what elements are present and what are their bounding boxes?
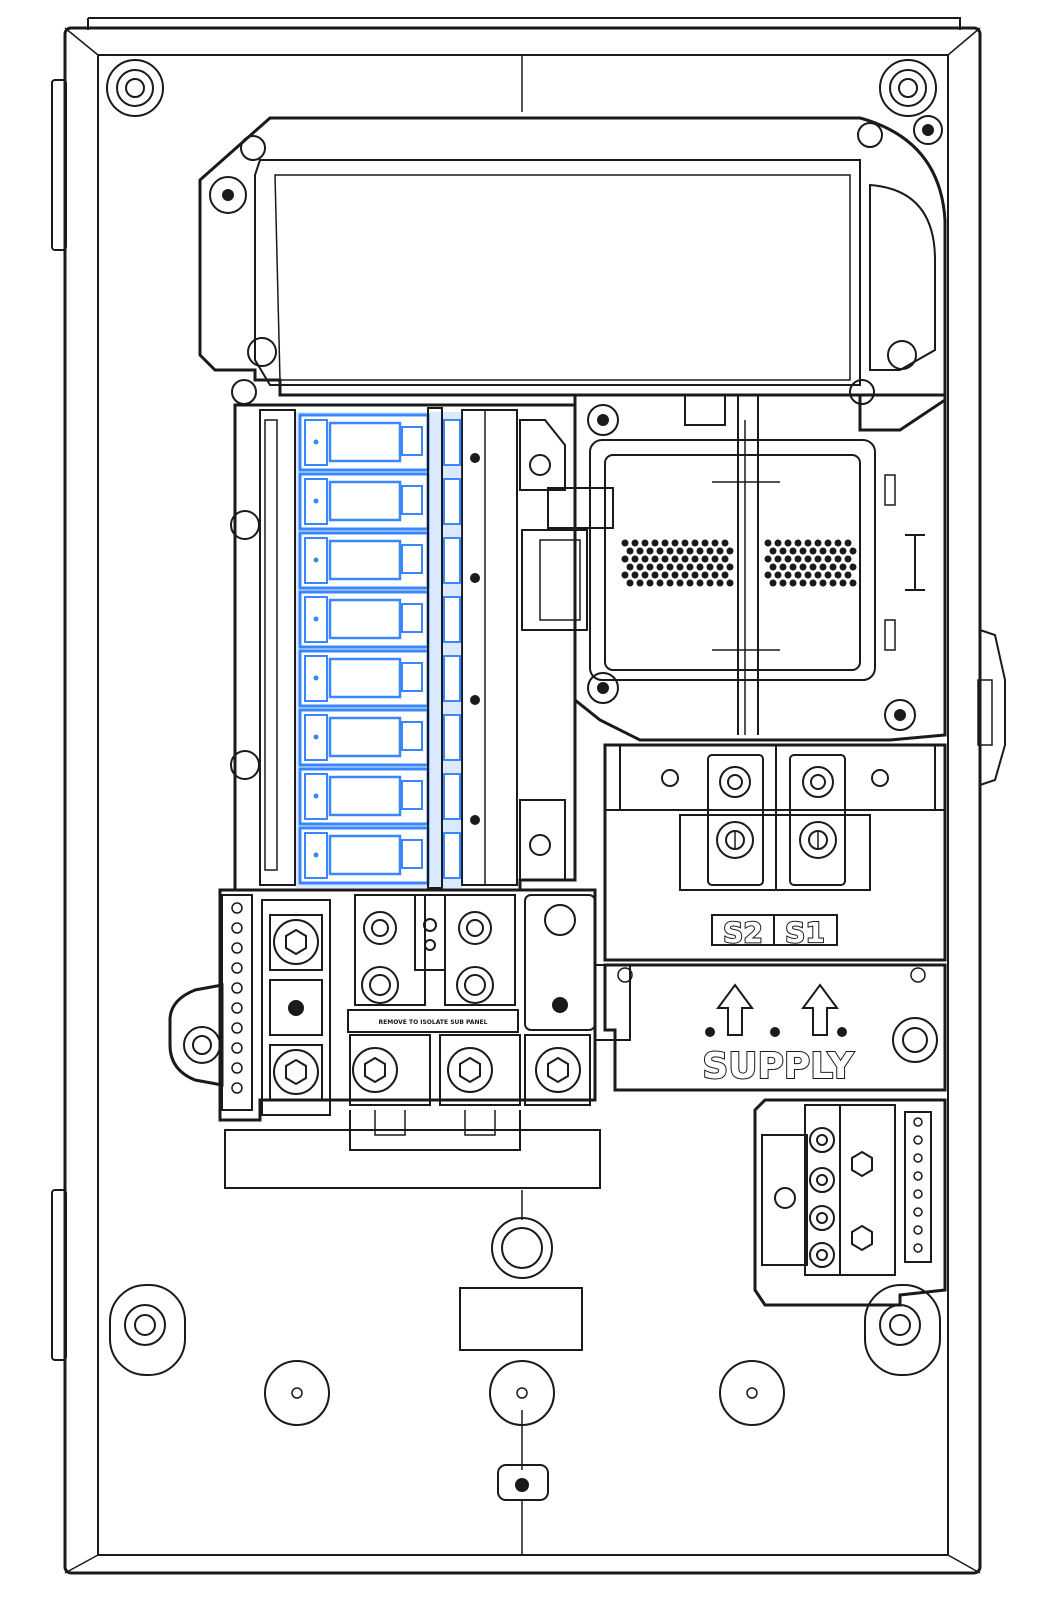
main-terminal-block: REMOVE TO ISOLATE SUB PANEL — [168, 888, 631, 1151]
breaker-7[interactable] — [298, 767, 461, 826]
ground-bar — [231, 902, 243, 1094]
hex-bolts — [273, 919, 581, 1095]
breaker-stack — [296, 412, 462, 888]
hex-bolt-icon — [447, 1047, 493, 1093]
supply-label: SUPPLY — [702, 1046, 854, 1087]
hex-bolt-icon — [535, 1047, 581, 1093]
breaker-3[interactable] — [298, 531, 461, 590]
s1-label: S1 — [785, 916, 825, 949]
connector-module — [521, 487, 614, 631]
neutral-bar — [753, 1098, 947, 1307]
breaker-8[interactable] — [298, 826, 461, 885]
breaker-4[interactable] — [298, 590, 461, 649]
enclosure — [51, 17, 1006, 1575]
screw-hole-icon — [879, 59, 937, 117]
supply-marking: SUPPLY — [603, 963, 947, 1092]
corner-screws — [106, 59, 941, 1376]
up-arrow-icon — [801, 983, 839, 1036]
knockouts — [264, 1217, 785, 1501]
breaker-5[interactable] — [298, 649, 461, 708]
breaker-1[interactable] — [298, 413, 461, 472]
hex-bolt-icon — [288, 1000, 304, 1016]
hex-bolt-icon — [352, 1047, 398, 1093]
vent-grid — [620, 538, 735, 588]
breaker-2[interactable] — [298, 472, 461, 531]
neutral-holes — [913, 1117, 923, 1253]
screw-hole-icon — [106, 59, 164, 117]
supply-lug-area: S2 S1 — [603, 743, 947, 962]
label-plates — [224, 1129, 601, 1351]
hex-bolt-icon — [273, 919, 319, 965]
vent-grid — [763, 538, 858, 588]
s2-label: S2 — [723, 916, 763, 949]
isolation-bar-text: REMOVE TO ISOLATE SUB PANEL — [379, 1019, 488, 1026]
breaker-6[interactable] — [298, 708, 461, 767]
breaker-center-bar — [427, 407, 443, 889]
screw-hole-icon — [864, 1284, 941, 1376]
screw-hole-icon — [109, 1284, 186, 1376]
up-arrow-icon — [716, 983, 754, 1036]
hex-bolt-icon — [273, 1049, 319, 1095]
transfer-switch-module — [573, 393, 947, 742]
meter-housing — [198, 115, 947, 432]
